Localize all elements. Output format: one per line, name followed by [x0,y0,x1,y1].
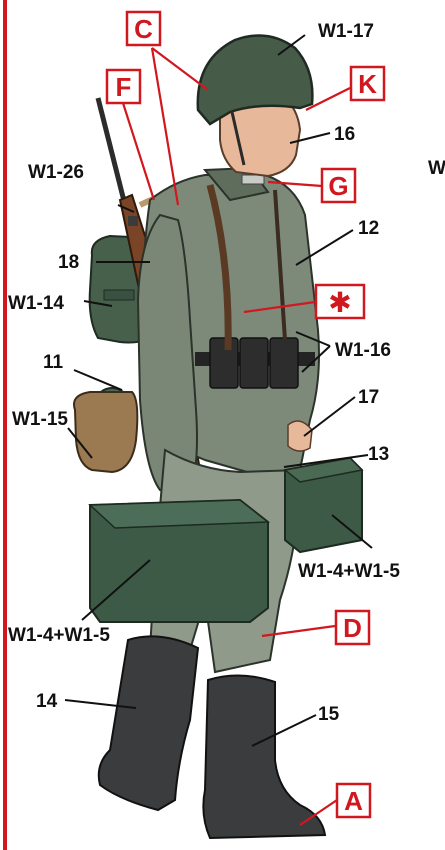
label-helmet: W1-17 [318,21,374,42]
label-collar: 12 [358,218,379,239]
bread-bag [74,392,137,472]
marker-k: K [358,69,377,99]
marker-f: F [116,72,132,102]
marker-c: C [134,14,153,44]
marker-a: A [344,786,363,816]
label-boot-right: 15 [318,704,340,725]
boot-left [99,636,198,810]
right-hand [288,421,312,451]
collar-tab [242,175,264,184]
marker-g: G [328,171,348,201]
label-rifle: W1-26 [28,162,84,183]
label-tunic: 18 [58,252,79,273]
label-ammo-box-left: W1-4+W1-5 [8,625,110,646]
label-edge-fragment: W [428,158,445,179]
label-boot-left: 14 [36,691,58,712]
label-hand: 17 [358,387,379,408]
ammo-pouches [210,338,298,388]
label-pouches: W1-16 [335,340,391,361]
label-canteen: 11 [43,352,64,373]
boot-right [203,675,325,838]
label-ammo-box-right: W1-4+W1-5 [298,561,400,582]
marker-star: ✱ [328,286,351,319]
label-bread-bag: W1-15 [12,409,68,430]
label-backpack: W1-14 [8,293,64,314]
marker-d: D [343,613,362,643]
backpack-strap-detail [104,290,134,300]
label-ammo-box-handle: 13 [368,444,389,465]
label-face: 16 [334,124,355,145]
